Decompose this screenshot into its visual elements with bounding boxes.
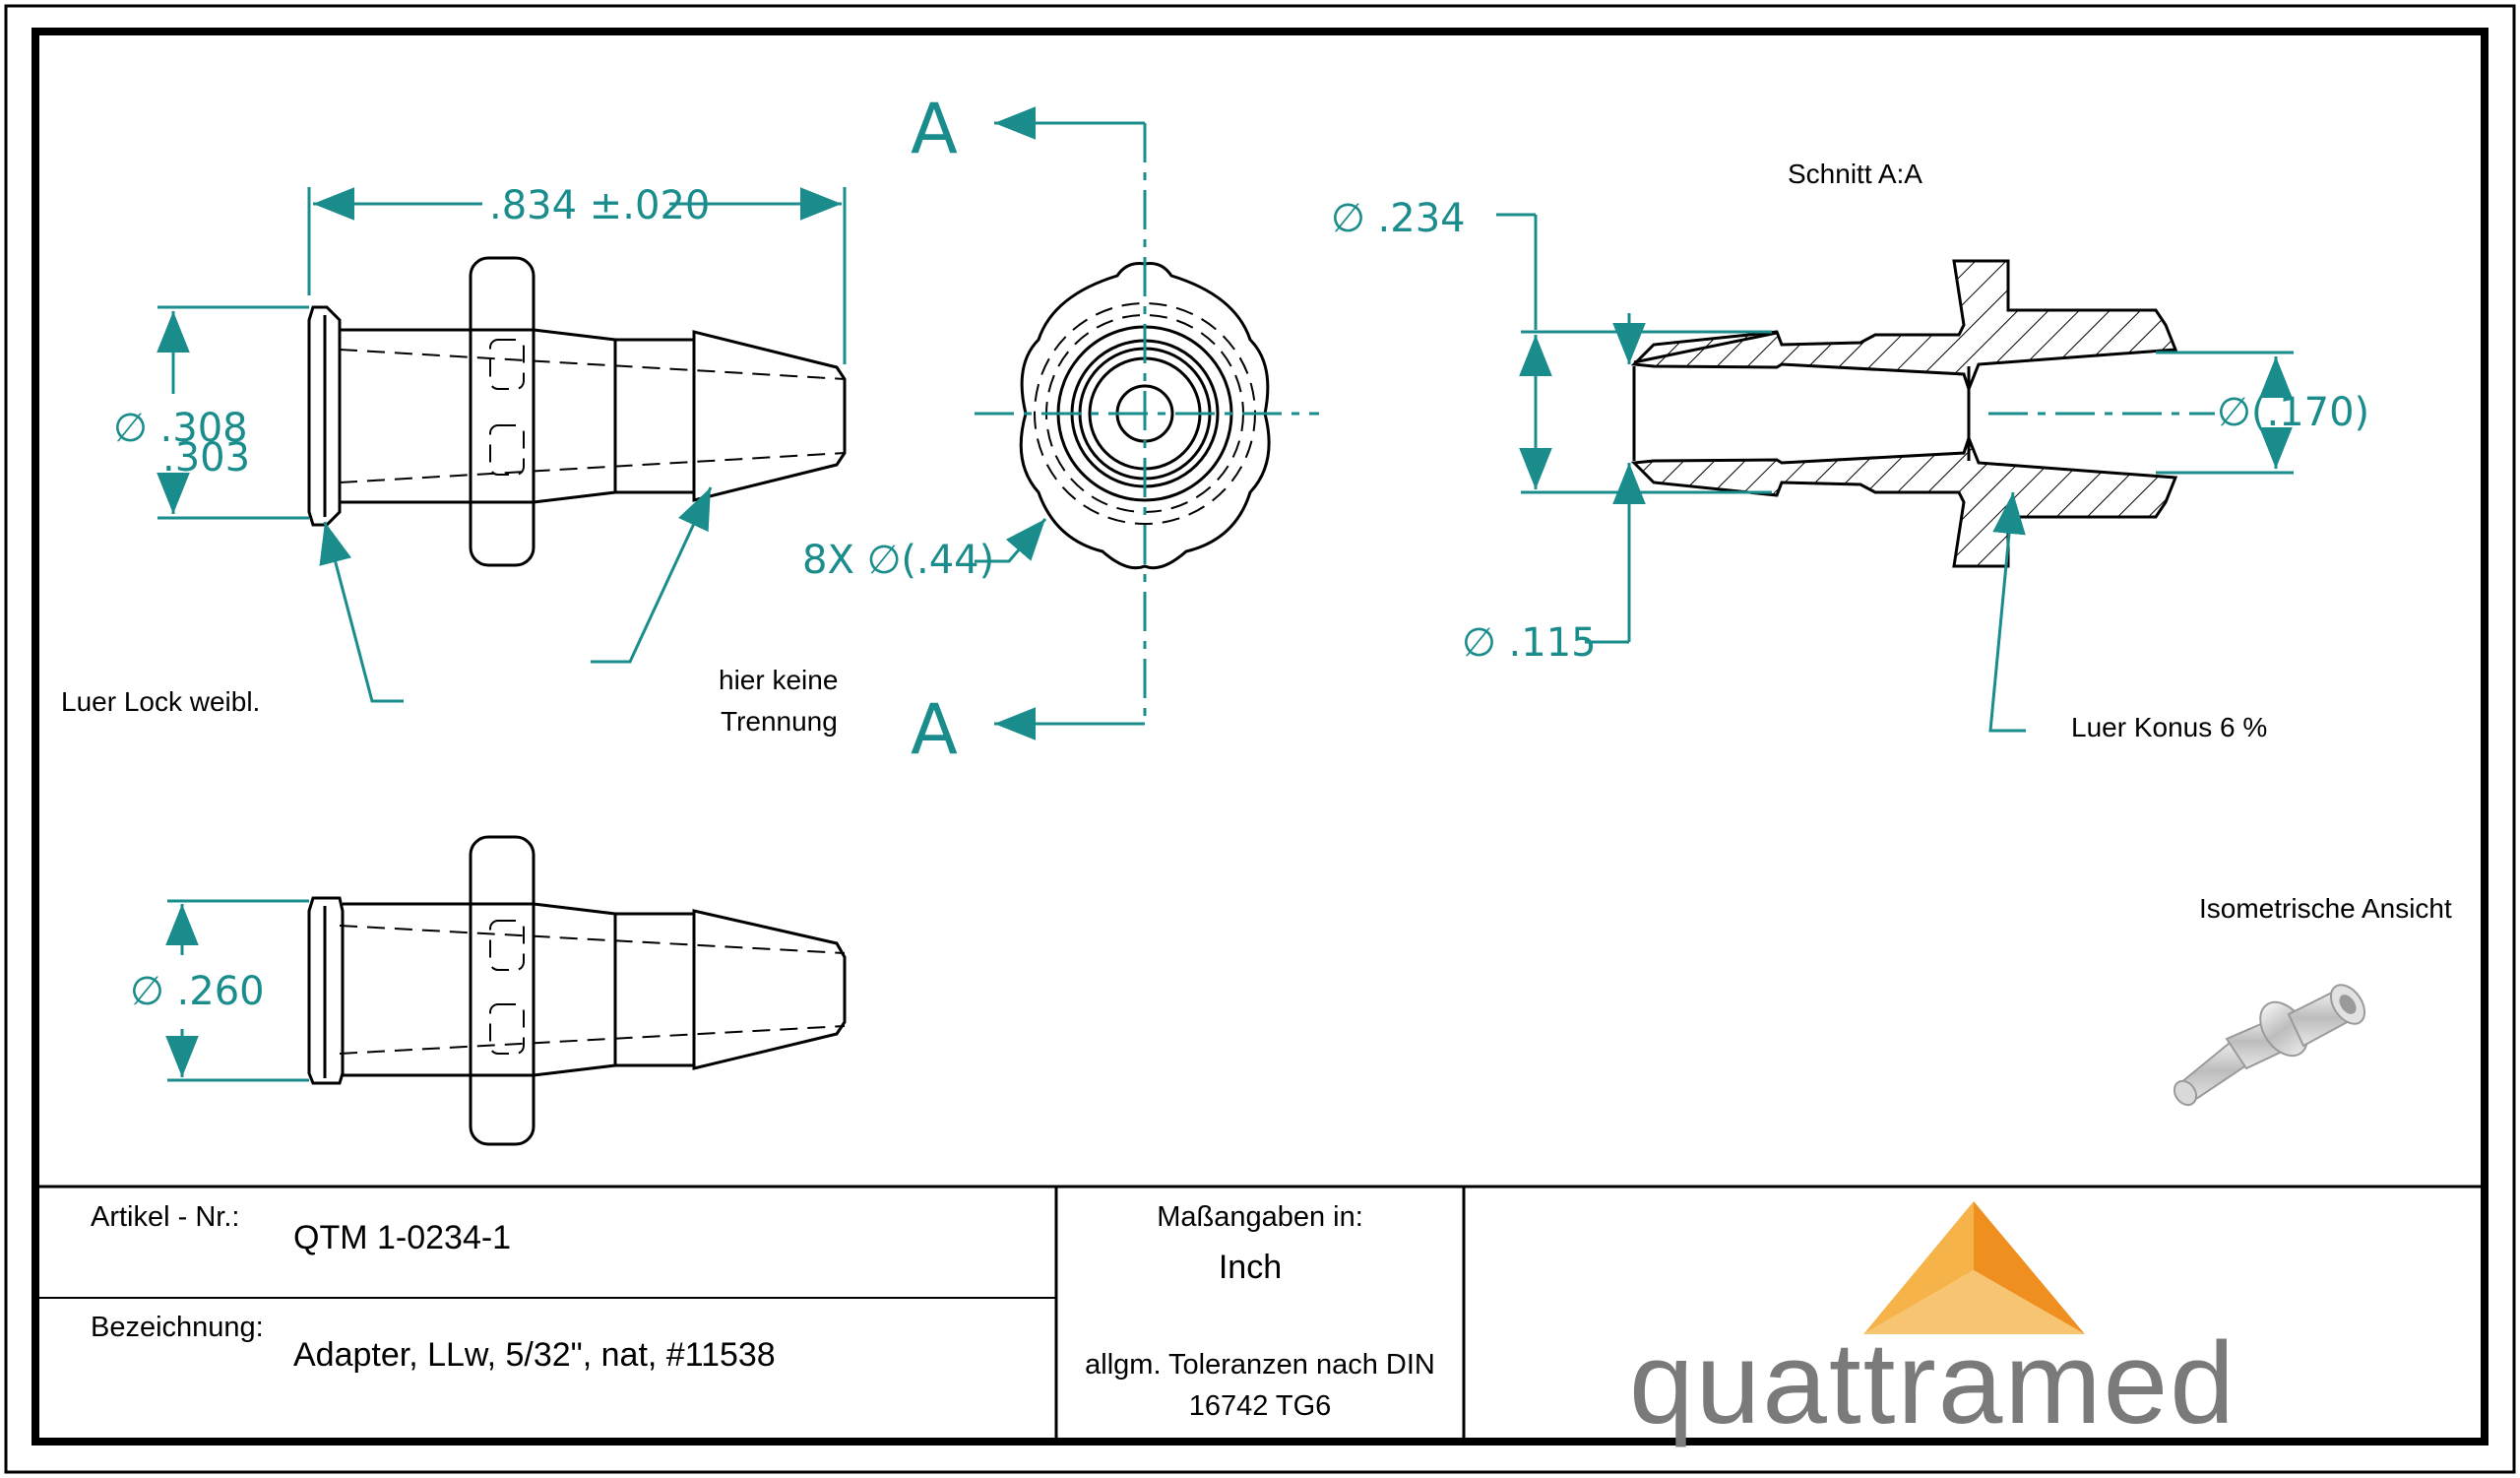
dim-outer-diameter-bottom: .303 bbox=[162, 435, 250, 481]
title-block bbox=[35, 1185, 2485, 1442]
isometric-part bbox=[2173, 984, 2366, 1107]
quattramed-logo bbox=[1863, 1201, 2085, 1334]
note-luer-lock: Luer Lock weibl. bbox=[61, 686, 260, 717]
dim-bore-large: ∅ .234 bbox=[1331, 196, 1466, 241]
section-letter-top: A bbox=[911, 89, 958, 169]
side-view-top bbox=[307, 256, 847, 567]
outer-border bbox=[4, 4, 2516, 1474]
note-no-separation-1: hier keine bbox=[719, 665, 838, 695]
dim-length: .834 ±.020 bbox=[489, 183, 710, 228]
front-view bbox=[975, 123, 1319, 719]
dim-bore-small: ∅ .115 bbox=[1462, 620, 1597, 666]
note-no-separation-2: Trennung bbox=[721, 706, 838, 737]
logo-text: quattramed bbox=[1629, 1318, 2236, 1448]
dim-flange-lobes: 8X ∅(.44) bbox=[802, 538, 994, 583]
article-value: QTM 1-0234-1 bbox=[293, 1219, 511, 1256]
dim-luer-bore: ∅(.170) bbox=[2217, 390, 2369, 435]
description-value: Adapter, LLw, 5/32", nat, #11538 bbox=[293, 1336, 776, 1374]
section-view bbox=[1630, 259, 2215, 568]
units-value: Inch bbox=[1219, 1249, 1282, 1286]
section-title: Schnitt A:A bbox=[1788, 159, 1922, 189]
note-iso-view: Isometrische Ansicht bbox=[2199, 893, 2452, 924]
tolerance-line-2: 16742 TG6 bbox=[1189, 1390, 1332, 1422]
units-label: Maßangaben in: bbox=[1157, 1201, 1363, 1233]
note-luer-cone: Luer Konus 6 % bbox=[2071, 712, 2267, 742]
description-label: Bezeichnung: bbox=[91, 1312, 264, 1343]
section-letter-bottom: A bbox=[911, 689, 958, 770]
side-view-bottom bbox=[307, 835, 847, 1146]
dim-outer-diameter-top: ∅ .308 bbox=[113, 406, 248, 451]
dim-hose-diameter: ∅ .260 bbox=[130, 969, 265, 1014]
inner-border bbox=[32, 28, 2488, 1446]
tolerance-line-1: allgm. Toleranzen nach DIN bbox=[1085, 1349, 1435, 1381]
article-label: Artikel - Nr.: bbox=[91, 1201, 239, 1233]
